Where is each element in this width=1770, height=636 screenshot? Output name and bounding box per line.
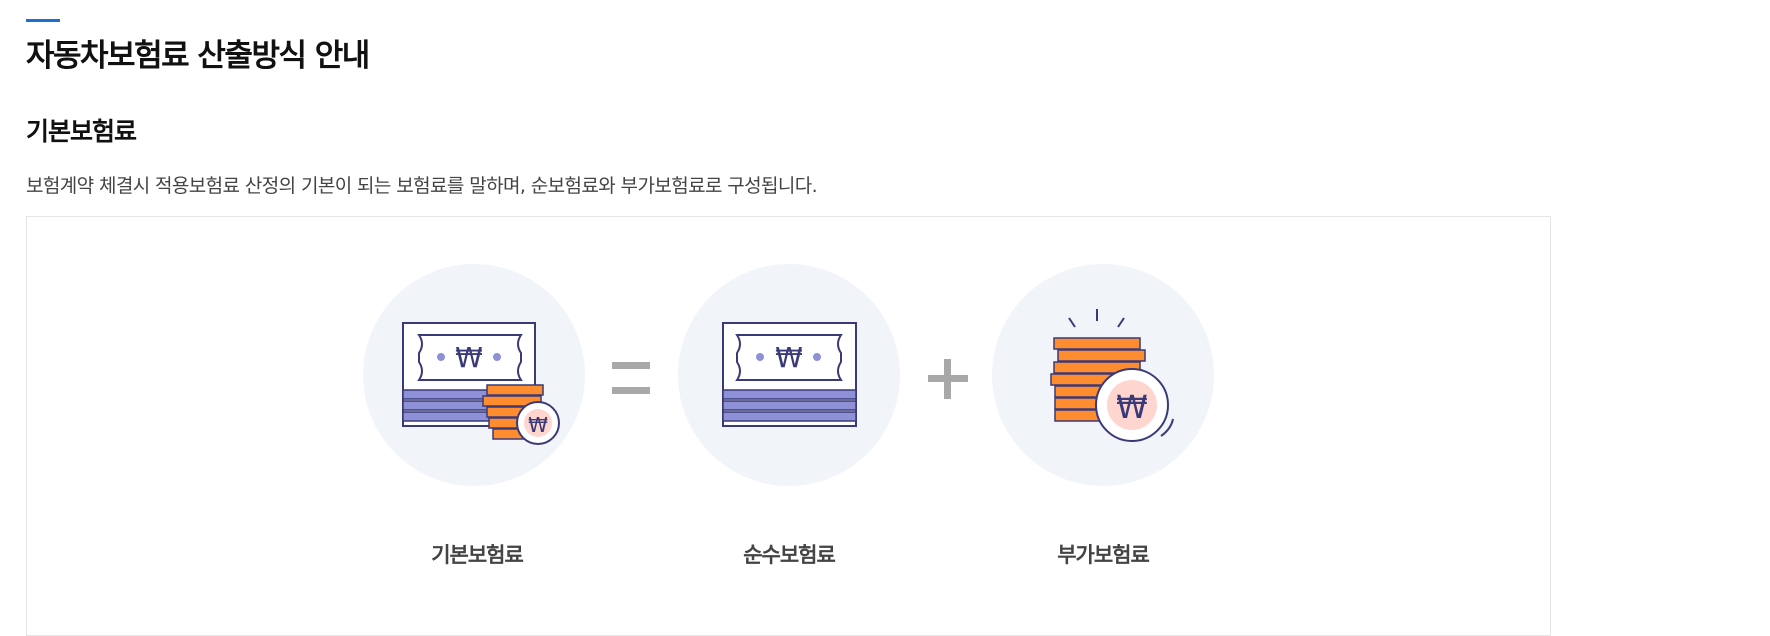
section-description: 보험계약 체결시 적용보험료 산정의 기본이 되는 보험료를 말하며, 순보험료… [26, 175, 818, 197]
title-accent-bar [26, 19, 60, 22]
section-title: 기본보험료 [26, 117, 137, 146]
equals-sign-icon [612, 362, 650, 394]
page-title: 자동차보험료 산출방식 안내 [26, 38, 370, 74]
formula-illustration: ₩ ₩ [363, 264, 1214, 486]
svg-text:₩: ₩ [528, 413, 548, 437]
bill-and-coins-icon: ₩ ₩ [363, 264, 585, 486]
premium-formula-panel: ₩ ₩ [26, 216, 1551, 636]
bills-stack-icon: ₩ [678, 264, 900, 486]
plus-sign-icon [928, 359, 968, 399]
svg-text:₩: ₩ [775, 341, 803, 374]
term-label-additional-premium: 부가보험료 [1057, 543, 1150, 567]
svg-text:₩: ₩ [1116, 388, 1148, 426]
term-label-basic-premium: 기본보험료 [431, 543, 524, 567]
premium-formula: ₩ ₩ [357, 263, 1217, 567]
coin-stack-icon: ₩ [992, 264, 1214, 486]
svg-text:₩: ₩ [455, 341, 483, 374]
term-label-pure-premium: 순수보험료 [743, 543, 836, 567]
